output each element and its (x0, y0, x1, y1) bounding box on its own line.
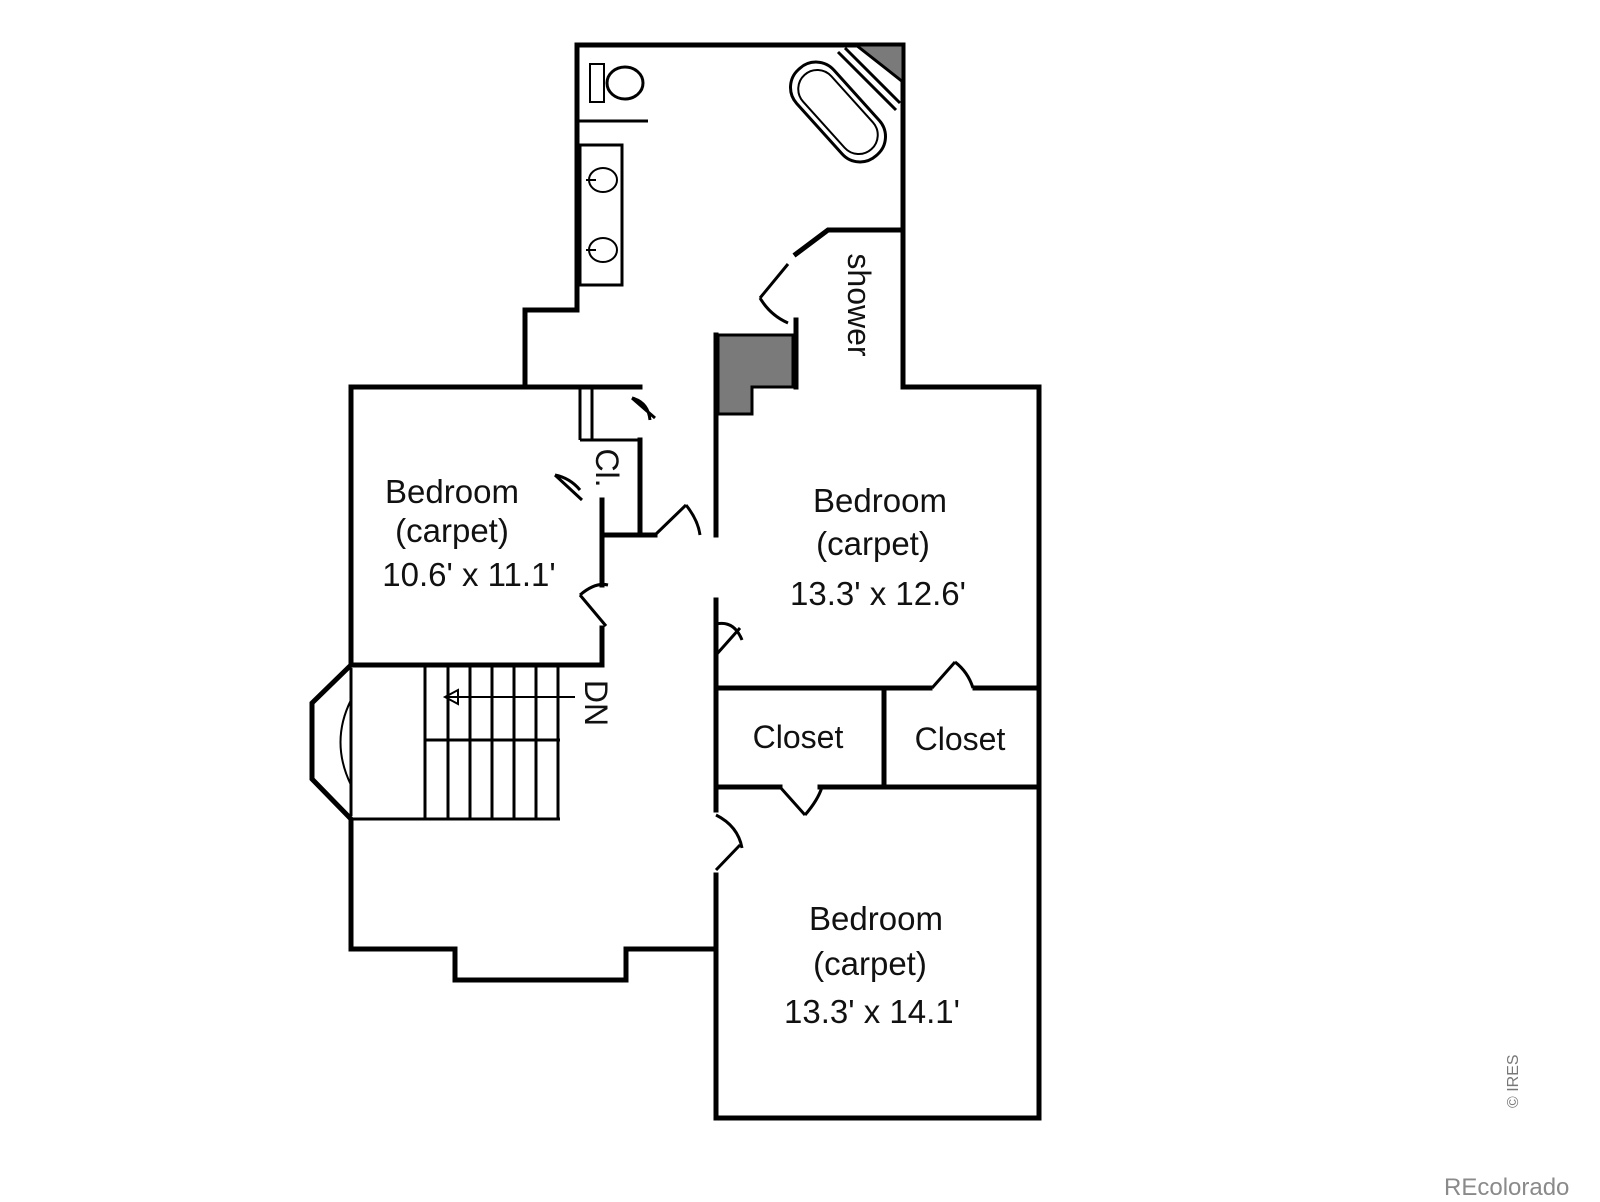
small-closet-label: Cl. (589, 448, 625, 487)
corner-block (851, 43, 905, 86)
chase-block (716, 333, 795, 416)
room-3-floor: (carpet) (813, 945, 927, 982)
room-3-name: Bedroom (809, 900, 943, 937)
stairs-down-label: DN (578, 680, 614, 726)
ires-watermark: © IRES (1505, 1054, 1522, 1108)
room-2-name: Bedroom (813, 482, 947, 519)
staircase (351, 663, 575, 821)
door-swings (553, 263, 975, 872)
room-1-floor: (carpet) (395, 512, 509, 549)
recolorado-watermark: REcolorado (1444, 1174, 1570, 1201)
room-3-size: 13.3' x 14.1' (784, 993, 960, 1030)
room-2-size: 13.3' x 12.6' (790, 575, 966, 612)
closet-left-label: Closet (753, 719, 844, 755)
sink-icon (586, 167, 618, 263)
room-2-floor: (carpet) (816, 525, 930, 562)
fixtures (586, 60, 887, 263)
closet-right-label: Closet (915, 721, 1006, 757)
arrow-left-icon (442, 688, 459, 706)
room-1-name: Bedroom (385, 473, 519, 510)
vanity-counter (578, 143, 624, 287)
shower-label: shower (841, 253, 877, 357)
room-labels: Bedroom (carpet) 10.6' x 11.1' Bedroom (… (382, 253, 1005, 1030)
bathtub-icon (789, 60, 887, 164)
room-1-size: 10.6' x 11.1' (382, 556, 555, 593)
toilet-icon (589, 63, 645, 103)
structural-blocks (716, 43, 905, 416)
bay-window (339, 668, 353, 816)
